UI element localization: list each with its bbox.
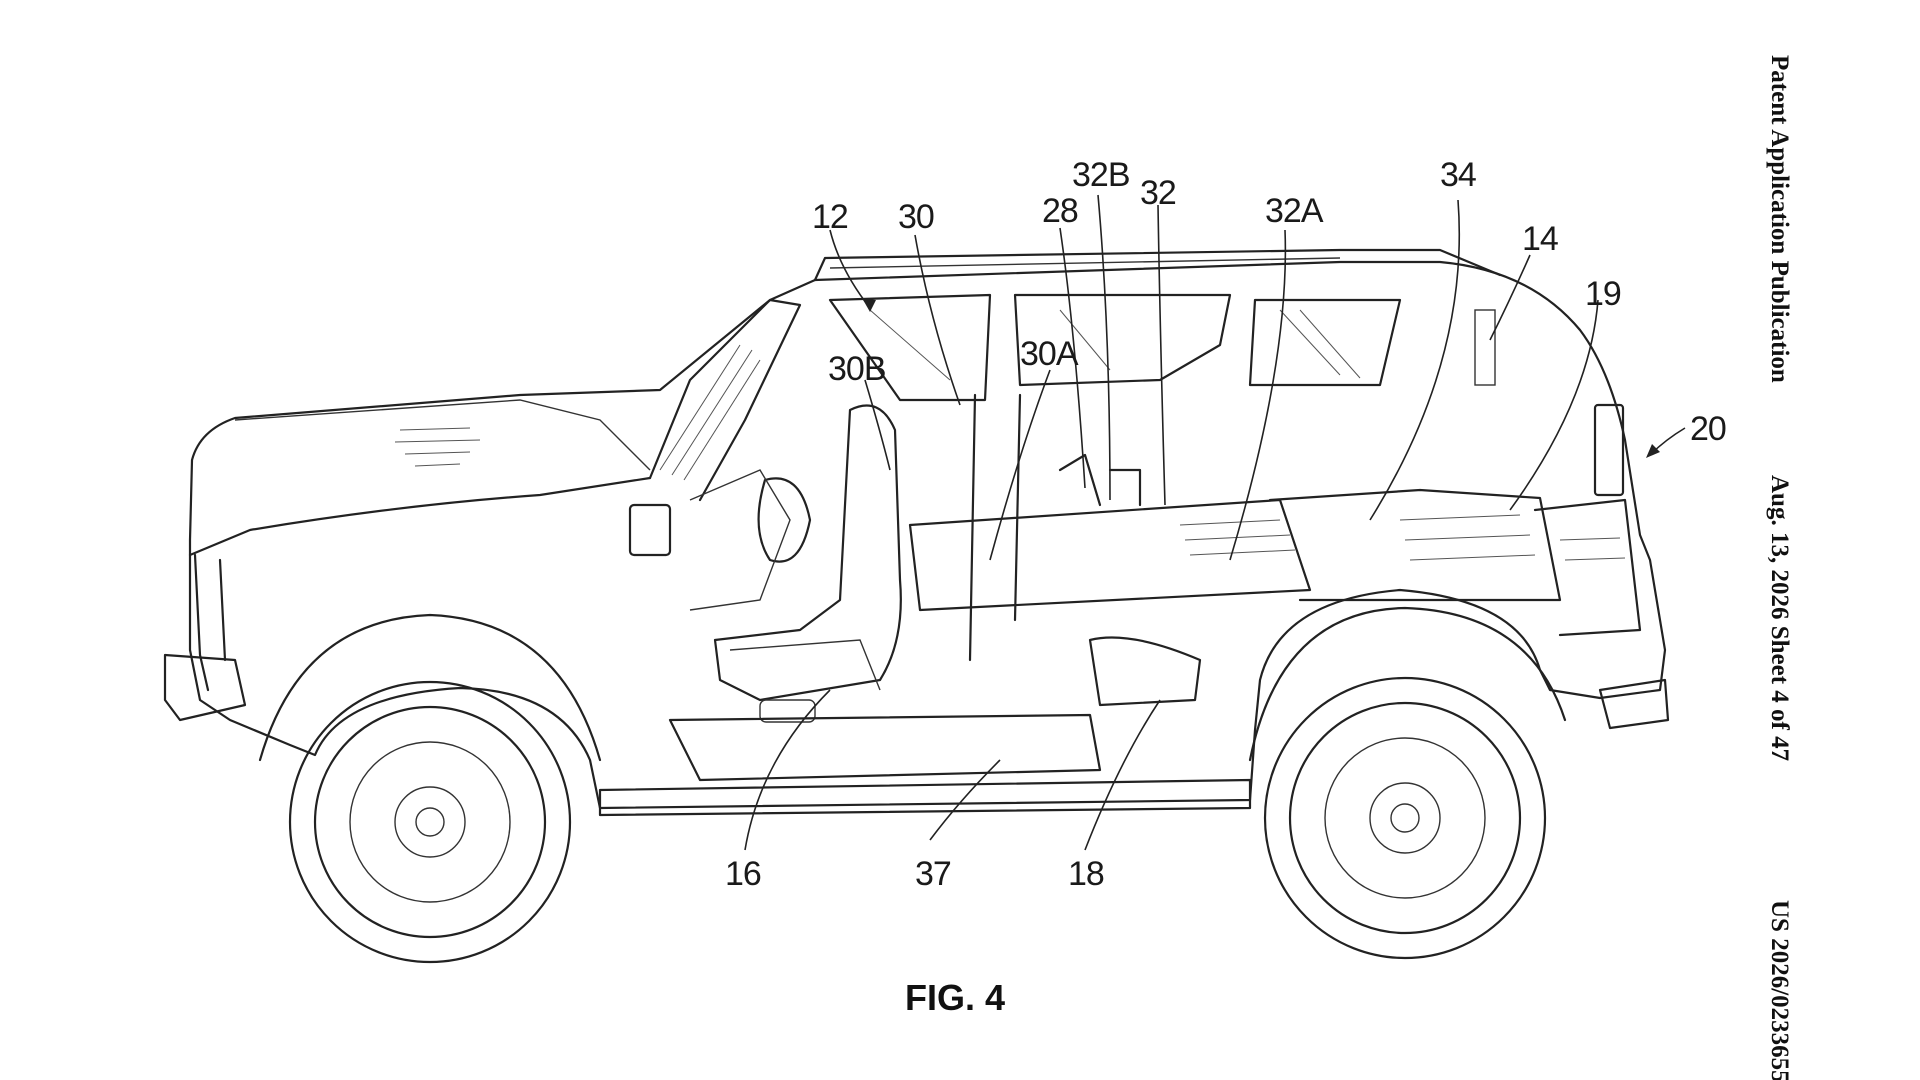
front-fender-arch [258, 613, 602, 762]
cargo-wall [1533, 498, 1642, 637]
leader-16 [744, 689, 831, 851]
sheet-header: Patent Application Publication Aug. 13, … [1766, 55, 1793, 1080]
leader-14 [1489, 254, 1531, 341]
windshield-hatching [659, 344, 761, 481]
rear-window [1013, 293, 1232, 387]
window-hatching [869, 309, 1361, 381]
grille [193, 553, 227, 692]
rear-bumper [1598, 678, 1670, 730]
dashboard [689, 469, 791, 611]
load-floor-panel [908, 498, 1312, 612]
leader-lines [744, 194, 1686, 851]
rear-vent [1474, 309, 1496, 386]
seat-controls [759, 699, 816, 723]
b-pillar [968, 393, 977, 662]
vehicle-drawing [163, 194, 1686, 964]
leader-30 [914, 234, 961, 406]
ref-19: 19 [1585, 275, 1621, 313]
front-seat [713, 404, 902, 702]
tail-light [1593, 403, 1625, 497]
leader-34 [1369, 199, 1461, 521]
ref-16: 16 [725, 855, 761, 893]
front-seat-cushion [729, 639, 881, 691]
cabin-floor [668, 713, 1102, 782]
hood [188, 476, 652, 557]
leader-32 [1157, 204, 1166, 506]
reference-numerals: 12 30 28 32B 32 32A 34 14 19 20 30B 30A … [725, 156, 1727, 893]
windshield [648, 298, 802, 502]
leader-37 [929, 759, 1001, 841]
ref-32B: 32B [1072, 156, 1130, 194]
leader-18 [1084, 699, 1161, 851]
cargo-window [1248, 298, 1402, 387]
ref-34: 34 [1440, 156, 1476, 194]
c-pillar [1013, 393, 1022, 622]
date-and-sheet: Aug. 13, 2026 Sheet 4 of 47 [1766, 475, 1793, 761]
ref-14: 14 [1522, 220, 1558, 258]
rear-seat-back [1058, 453, 1142, 507]
arrow-12 [862, 298, 876, 312]
ref-28: 28 [1042, 192, 1078, 230]
leader-30A [989, 369, 1051, 561]
publication-number: US 2026/0233655 A1 [1766, 900, 1793, 1080]
rocker-panel [598, 778, 1252, 817]
leader-19 [1509, 299, 1599, 511]
roof-rail [829, 257, 1341, 269]
ref-37: 37 [915, 855, 951, 893]
front-bumper [163, 653, 247, 722]
ref-12: 12 [812, 198, 848, 236]
hood-line [234, 399, 651, 471]
leader-32A [1229, 229, 1287, 561]
load-floor-hatching [1179, 514, 1626, 561]
steering-wheel [757, 477, 812, 563]
ref-20: 20 [1690, 410, 1726, 448]
ref-32A: 32A [1265, 192, 1324, 230]
ref-30A: 30A [1020, 335, 1079, 373]
hood-hatching [394, 427, 481, 467]
ref-18: 18 [1068, 855, 1104, 893]
ref-32: 32 [1140, 174, 1176, 212]
rear-footwell [1088, 636, 1202, 707]
leader-12 [829, 229, 871, 309]
roof [813, 248, 1502, 282]
load-floor-extension [1268, 488, 1562, 602]
front-wheel [288, 680, 572, 964]
front-window [828, 293, 992, 402]
rear-wheel [1263, 676, 1547, 960]
leader-28 [1059, 227, 1086, 489]
leader-30B [864, 379, 891, 471]
ref-30B: 30B [828, 350, 886, 388]
arrow-20 [1646, 444, 1660, 458]
ref-30: 30 [898, 198, 934, 236]
vehicle-body-outline [188, 260, 1667, 810]
rear-fender-arch [1248, 606, 1567, 762]
figure-label: FIG. 4 [905, 977, 1005, 1018]
publication-title: Patent Application Publication [1766, 55, 1793, 383]
leader-32B [1097, 194, 1111, 501]
side-mirror [628, 503, 672, 557]
